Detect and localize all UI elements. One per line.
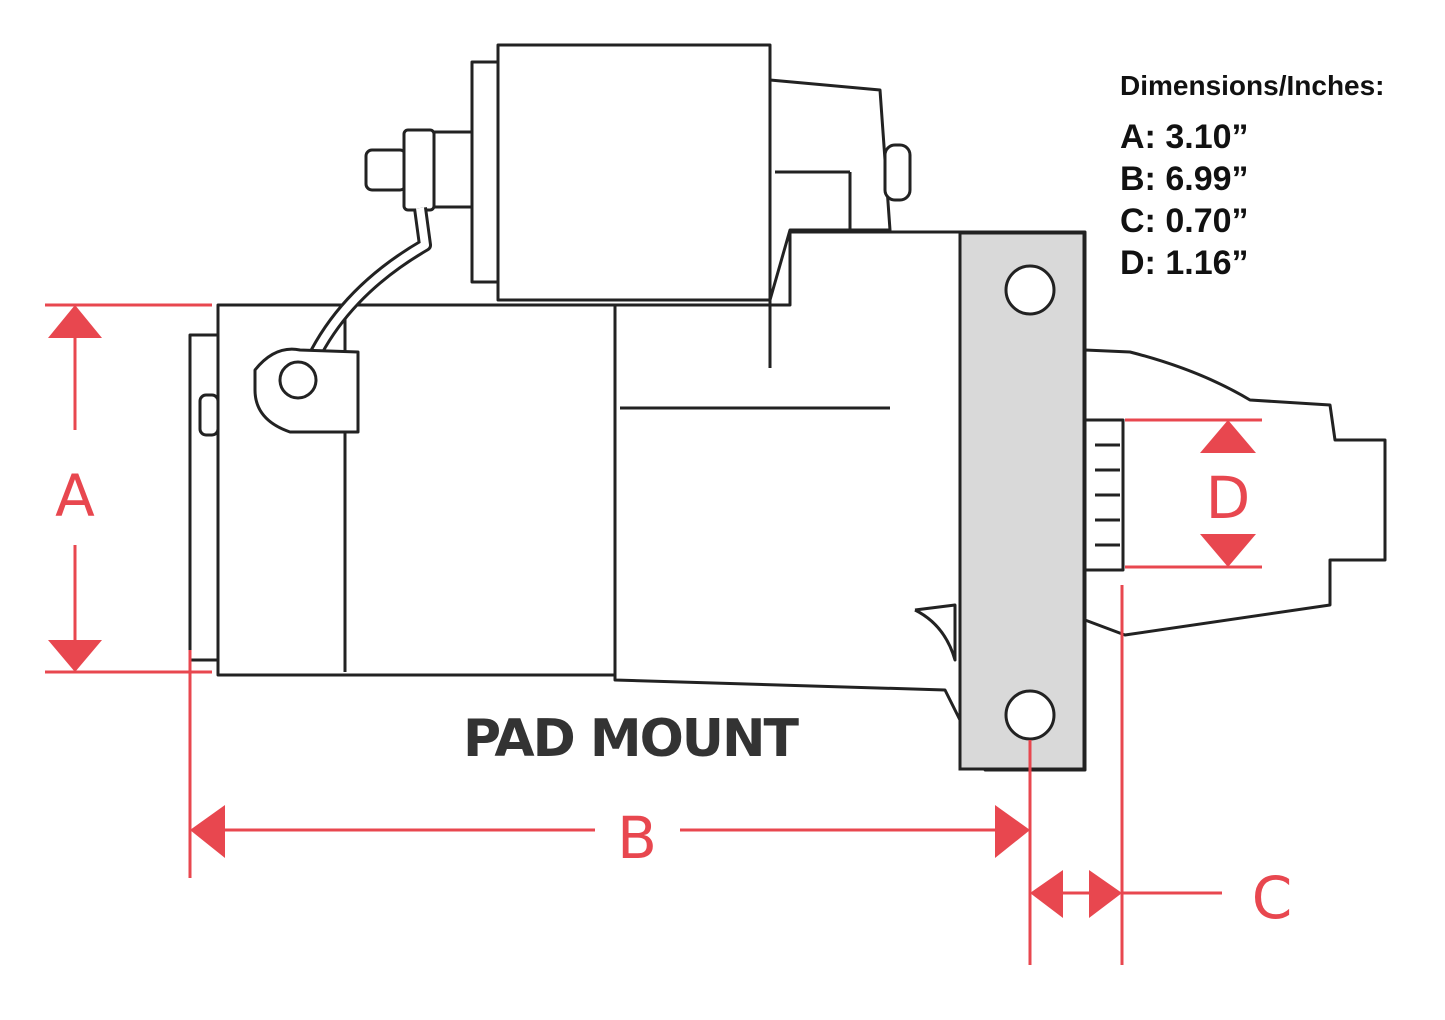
dimension-key: D: <box>1120 244 1156 282</box>
dimensions-heading: Dimensions/Inches: <box>1120 70 1385 101</box>
dim-b-arrow-right <box>995 805 1030 858</box>
dim-b-label: B <box>617 804 657 872</box>
motor-body <box>216 303 620 677</box>
dimension-key: A: <box>1120 118 1156 156</box>
dim-a-label: A <box>55 462 95 530</box>
terminal-nut <box>402 128 436 212</box>
dimension-key: C: <box>1120 202 1156 240</box>
solenoid-cap <box>470 60 500 284</box>
dimension-row-b: B: 6.99” <box>1120 158 1385 200</box>
dimension-value: 0.70” <box>1165 202 1249 240</box>
dim-c-arrow-left <box>1030 870 1063 918</box>
solenoid-boss <box>883 143 912 202</box>
dimension-row-a: A: 3.10” <box>1120 116 1385 158</box>
dim-a-arrow-top <box>48 305 102 338</box>
dim-c-arrow-right <box>1089 870 1122 918</box>
dim-d-label: D <box>1206 464 1251 532</box>
dimension-value: 6.99” <box>1165 160 1249 198</box>
terminal-stud <box>364 148 408 192</box>
dimension-row-d: D: 1.16” <box>1120 242 1385 284</box>
dimension-key: B: <box>1120 160 1156 198</box>
dimension-markings <box>45 303 1262 965</box>
dim-d-arrow-bottom <box>1200 534 1256 567</box>
dimension-value: 1.16” <box>1165 244 1249 282</box>
dim-b-arrow-left <box>190 805 225 858</box>
dim-a-arrow-bottom <box>48 640 102 672</box>
rear-cap-boss <box>198 393 220 437</box>
solenoid <box>496 43 892 302</box>
rear-cap <box>188 333 222 662</box>
dimension-row-c: C: 0.70” <box>1120 200 1385 242</box>
dimensions-panel: Dimensions/Inches: A: 3.10” B: 6.99” C: … <box>1120 70 1385 284</box>
mount-plate <box>958 231 1086 771</box>
dimension-value: 3.10” <box>1165 118 1249 156</box>
pad-mount-caption: PAD MOUNT <box>463 709 800 769</box>
dim-d-arrow-top <box>1200 420 1256 453</box>
upper-mount-hole <box>1004 264 1056 316</box>
lower-mount-hole <box>1004 689 1056 741</box>
mount-plate-body <box>958 231 1086 771</box>
dim-c-label: C <box>1252 864 1293 932</box>
